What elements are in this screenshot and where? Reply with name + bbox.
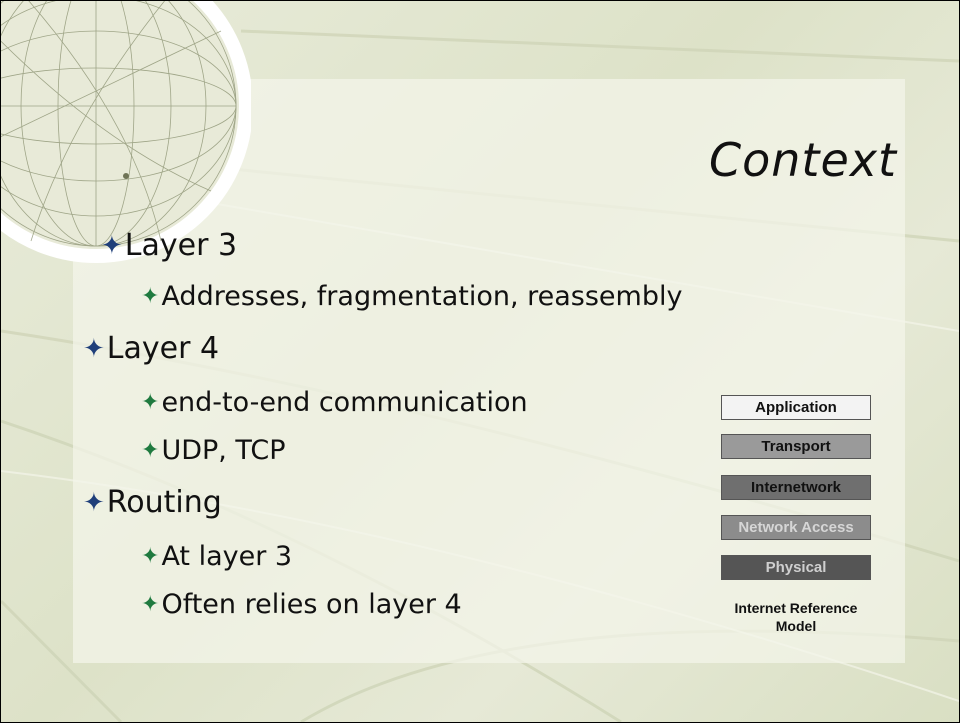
bullet-text: Routing (106, 485, 222, 520)
sub-bullet-item: ✦Addresses, fragmentation, reassembly (141, 281, 682, 312)
sub-bullet-item: ✦Often relies on layer 4 (141, 589, 462, 620)
sub-bullet-text: At layer 3 (161, 541, 293, 572)
bullet-item: ✦Layer 4 (83, 331, 219, 366)
four-point-star-icon: ✦ (141, 390, 160, 415)
bullet-text: Layer 3 (124, 228, 238, 263)
four-point-star-icon: ✦ (141, 592, 160, 617)
sub-bullet-text: UDP, TCP (161, 435, 286, 466)
sub-bullet-item: ✦end-to-end communication (141, 387, 528, 418)
four-point-star-icon: ✦ (141, 544, 160, 569)
model-caption-text: Internet Reference Model (734, 600, 858, 634)
four-point-star-icon: ✦ (141, 284, 160, 309)
globe-decoration (1, 1, 251, 263)
layer-transport: Transport (721, 434, 871, 459)
sub-bullet-text: end-to-end communication (161, 387, 528, 418)
four-point-star-icon: ✦ (83, 488, 105, 518)
layer-application: Application (721, 395, 871, 420)
four-point-star-icon: ✦ (141, 438, 160, 463)
layer-physical: Physical (721, 555, 871, 580)
layer-network-access: Network Access (721, 515, 871, 540)
four-point-star-icon: ✦ (101, 231, 123, 261)
bullet-item: ✦Layer 3 (101, 228, 237, 263)
layer-internetwork: Internetwork (721, 475, 871, 500)
sub-bullet-text: Addresses, fragmentation, reassembly (161, 281, 683, 312)
four-point-star-icon: ✦ (83, 334, 105, 364)
slide-title: Context (708, 133, 897, 187)
model-caption: Internet Reference Model (701, 599, 891, 635)
sub-bullet-item: ✦UDP, TCP (141, 435, 285, 466)
sub-bullet-item: ✦At layer 3 (141, 541, 292, 572)
sub-bullet-text: Often relies on layer 4 (161, 589, 462, 620)
bullet-item: ✦Routing (83, 485, 222, 520)
bullet-text: Layer 4 (106, 331, 220, 366)
